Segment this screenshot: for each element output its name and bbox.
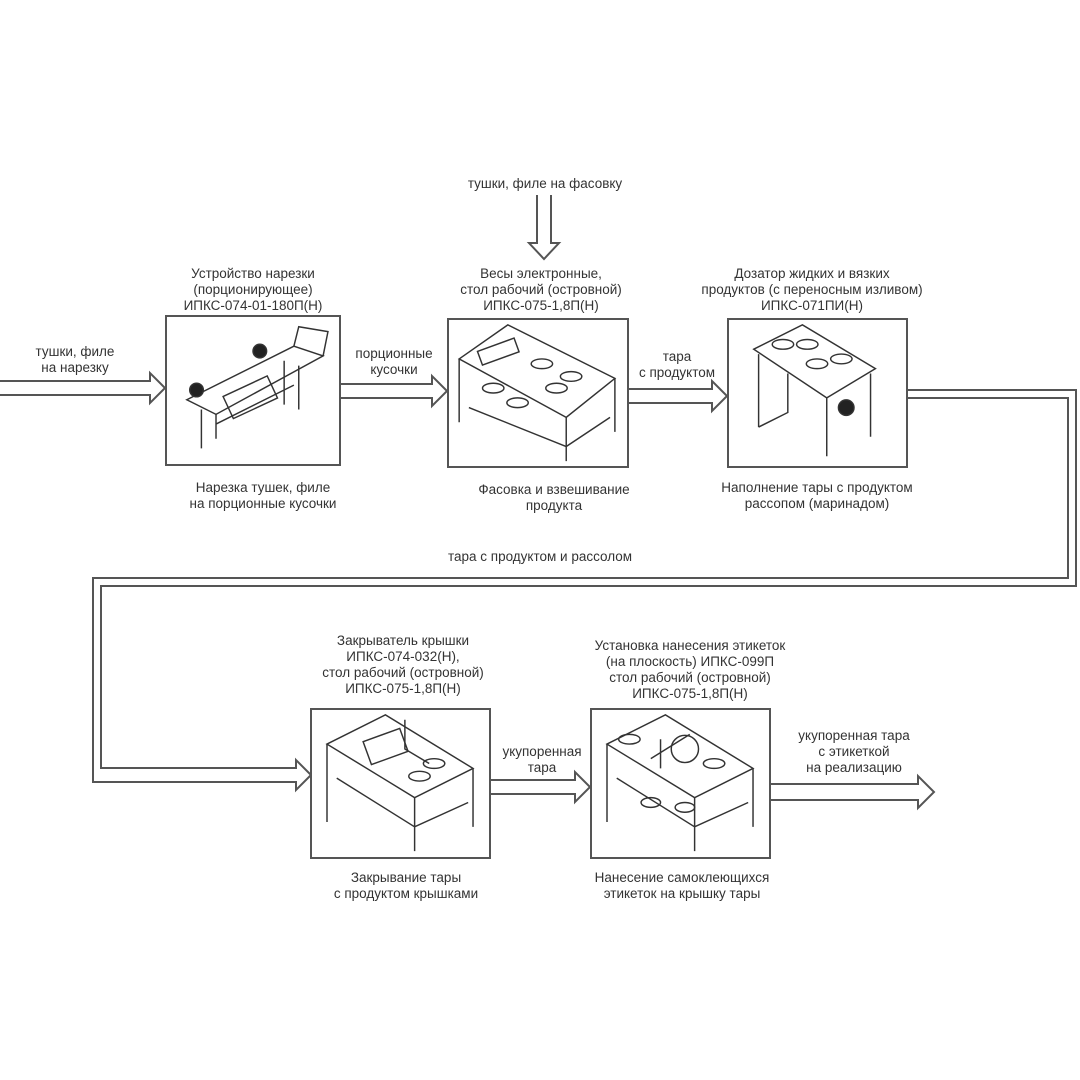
arrow-input-packing: [526, 195, 562, 261]
slicer-machine-icon: [185, 325, 329, 449]
flow-label-container-with-brine: тара с продуктом и рассолом: [447, 549, 633, 564]
step4-operation: Закрывание тары с продуктом крышками: [333, 870, 479, 901]
flow-label-container-with-product: тара с продуктом: [638, 349, 716, 380]
step3-operation: Наполнение тары с продуктом рассопом (ма…: [721, 480, 913, 511]
liquid-dispenser-icon: [752, 324, 877, 457]
input-label-packing: тушки, филе на фасовку: [467, 176, 623, 191]
step3-equipment-image: [727, 318, 908, 468]
flow-label-portions: порционные кусочки: [355, 346, 433, 377]
labeling-machine-icon: [605, 714, 755, 852]
weighing-table-icon: [457, 324, 617, 462]
step2-equipment-image: [447, 318, 629, 468]
arrow-step2-to-step3: [629, 378, 729, 414]
step5-equipment: Установка нанесения этикеток (на плоскос…: [594, 638, 786, 701]
arrow-step4-to-step5: [491, 769, 592, 805]
step4-equipment: Закрыватель крышки ИПКС-074-032(Н), стол…: [322, 633, 484, 696]
arrow-output: [771, 773, 936, 811]
step5-equipment-image: [590, 708, 771, 859]
output-label: укупоренная тара с этикеткой на реализац…: [798, 728, 910, 775]
step4-equipment-image: [310, 708, 491, 859]
arrow-input-cutting: [0, 370, 167, 406]
step1-equipment: Устройство нарезки (порционирующее) ИПКС…: [183, 266, 323, 313]
step5-operation: Нанесение самоклеющихся этикеток на крыш…: [594, 870, 770, 901]
step2-operation: Фасовка и взвешивание продукта: [478, 482, 630, 513]
step1-equipment-image: [165, 315, 341, 466]
step1-operation: Нарезка тушек, филе на порционные кусочк…: [189, 480, 337, 511]
input-label-cutting: тушки, филе на нарезку: [35, 344, 115, 375]
step3-equipment: Дозатор жидких и вязких продуктов (с пер…: [701, 266, 923, 313]
step2-equipment: Весы электронные, стол рабочий (островно…: [460, 266, 622, 313]
flow-label-sealed-container: укупоренная тара: [502, 744, 582, 775]
arrow-step1-to-step2: [341, 373, 449, 409]
lid-closer-table-icon: [325, 714, 475, 852]
